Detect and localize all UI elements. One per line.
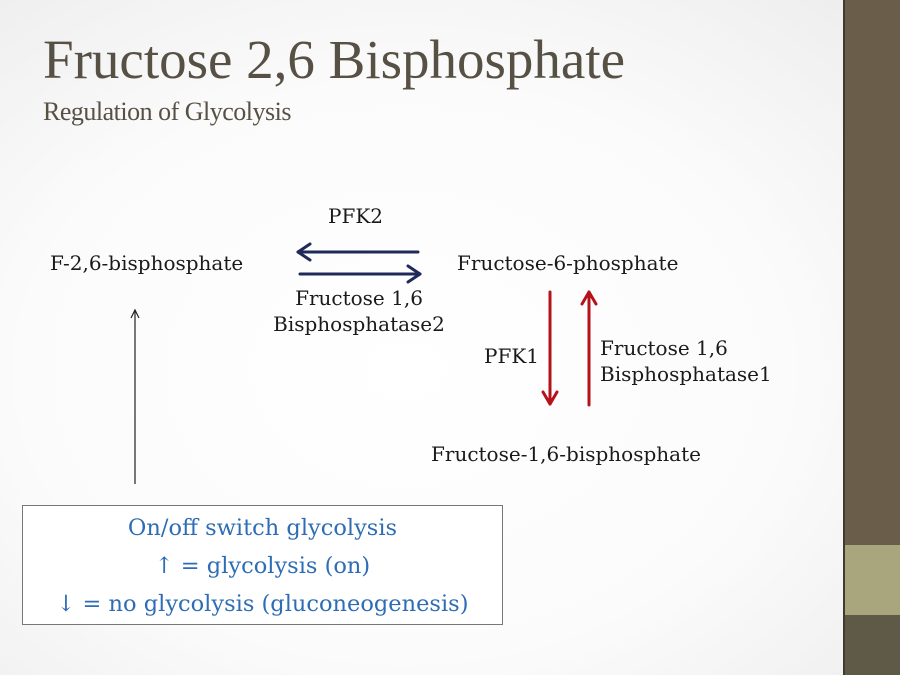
sidebar-accent-band — [845, 545, 900, 615]
arrow-up-switch — [130, 308, 140, 484]
arrow-down-pfk1 — [541, 290, 559, 406]
box-line-3: ↓ = no glycolysis (gluconeogenesis) — [56, 591, 469, 617]
pfk2-label: PFK2 — [328, 204, 383, 228]
fbpase1-line2: Bisphosphatase1 — [600, 362, 772, 386]
arrow-left-pfk2 — [296, 242, 420, 262]
on-off-switch-box: On/off switch glycolysis ↑ = glycolysis … — [22, 505, 503, 625]
decorative-sidebar — [843, 0, 900, 675]
fbpase1-label: Fructose 1,6 Bisphosphatase1 — [600, 335, 772, 387]
fbpase2-line2: Bisphosphatase2 — [273, 312, 445, 336]
f16bp-label: Fructose-1,6-bisphosphate — [431, 442, 701, 466]
slide-subtitle: Regulation of Glycolysis — [43, 97, 291, 126]
fbpase1-line1: Fructose 1,6 — [600, 336, 728, 360]
pfk1-label: PFK1 — [484, 344, 539, 368]
f26bp-label: F-2,6-bisphosphate — [50, 251, 244, 275]
arrow-right-fbpase2 — [298, 264, 422, 284]
sidebar-bottom — [845, 615, 900, 675]
arrow-up-fbpase1 — [580, 290, 598, 407]
fbpase2-label: Fructose 1,6 Bisphosphatase2 — [264, 285, 454, 337]
slide-title: Fructose 2,6 Bisphosphate — [43, 29, 626, 90]
box-line-1: On/off switch glycolysis — [127, 515, 398, 541]
box-line-2: ↑ = glycolysis (on) — [154, 553, 371, 579]
fbpase2-line1: Fructose 1,6 — [295, 286, 423, 310]
f6p-label: Fructose-6-phosphate — [457, 251, 679, 275]
